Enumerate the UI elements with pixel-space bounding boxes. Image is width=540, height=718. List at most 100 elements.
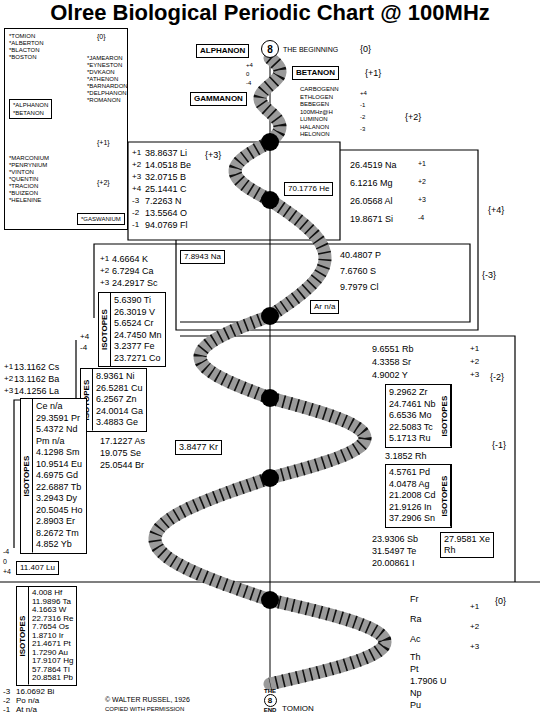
chart-label: 14.1256 La [14, 386, 59, 396]
chart-label: +2 [132, 160, 141, 169]
beginning-marker: 8THE BEGINNING [261, 40, 338, 58]
chart-label: +4 [360, 90, 367, 97]
isotope-list: Ce n/a29.3591 Pr5.4372 NdPm n/a4.1298 Sm… [33, 399, 86, 553]
chart-label: -2 [360, 114, 365, 121]
box-text: 70.1776 He [288, 184, 329, 194]
isotope-box: ISOTOPES4.008 Hf11.9896 Ta4.1663 W22.731… [16, 586, 77, 686]
chart-label: 14.0518 Be [145, 160, 191, 170]
element-entry: 9.2962 Zr [389, 387, 436, 399]
chart-label: +3 [4, 386, 13, 395]
element-box: *GASWANIUM [77, 213, 125, 225]
box-text: 7.8943 Na [184, 252, 221, 262]
element-list: *TOMION *ALBERTON *BLACTON *BOSTON [9, 33, 43, 61]
chart-label: 100MHz@H [300, 109, 333, 116]
chart-label: Np [410, 688, 422, 698]
chart-label: +1 [100, 254, 109, 263]
element-entry: 21.9126 In [389, 502, 436, 514]
element-box: 3.8477 Kr [175, 440, 222, 455]
chart-label: +1 [470, 602, 479, 611]
element-entry: 24.0014 Ga [96, 406, 143, 418]
element-box: 7.8943 Na [180, 250, 225, 264]
chart-label: -2 [132, 208, 139, 217]
element-box: 70.1776 He [284, 182, 333, 196]
chart-label: +4 [132, 184, 141, 193]
element-entry: 5.4372 Nd [36, 424, 83, 436]
chart-label: +3 [100, 278, 109, 287]
element-entry: 21.4671 Pt [32, 640, 73, 649]
octave-band [180, 336, 515, 455]
element-entry: 22.6887 Tb [36, 482, 83, 494]
chart-label: 0 [3, 558, 7, 566]
chart-label: 38.8637 Li [145, 148, 187, 158]
chart-label: +1 [132, 148, 141, 157]
chart-label: 1.7906 U [410, 676, 447, 686]
element-entry: 4.0478 Ag [389, 479, 436, 491]
spiral-ticks [155, 58, 385, 684]
chart-label: Po n/a [16, 696, 39, 705]
chart-label: 25.1441 C [145, 184, 187, 194]
chart-label: 13.1162 Ba [14, 374, 59, 384]
box-text: Ar n/a [314, 302, 335, 312]
isotope-list: 9.2962 Zr24.7461 Nb6.6536 Mo22.5083 Tc5.… [386, 385, 439, 447]
isotope-list: 8.9361 Ni26.5281 Cu6.2567 Zn24.0014 Ga3.… [93, 369, 146, 431]
element-entry: 4.1663 W [32, 606, 73, 615]
isotope-list: 4.5761 Pd4.0478 Ag21.2008 Cd21.9126 In37… [386, 465, 439, 527]
chart-label: 6.7294 Ca [112, 266, 154, 276]
element-entry: 37.2906 Sn [389, 513, 436, 525]
chart-label: LUMINON [300, 116, 328, 123]
chart-label: +2 [470, 622, 479, 631]
chart-label: +1 [418, 160, 426, 168]
chart-label: COPIED WITH PERMISSION [105, 706, 184, 713]
chart-label: 24.2917 Sc [112, 278, 158, 288]
chart-label: Pu [410, 700, 421, 710]
element-entry: 4.5761 Pd [389, 467, 436, 479]
element-entry: 21.2008 Cd [389, 490, 436, 502]
chart-label: -3 [132, 196, 139, 205]
octave-dot [261, 191, 279, 209]
element-entry: 1.8710 Ir [32, 632, 73, 641]
element-entry: 2.8903 Er [36, 516, 83, 528]
isotope-list: 4.008 Hf11.9896 Ta4.1663 W22.7316 Re7.76… [29, 587, 76, 685]
chart-label: -3 [360, 126, 365, 133]
isotope-box: ISOTOPESCe n/a29.3591 Pr5.4372 NdPm n/a4… [20, 398, 87, 554]
element-box: 11.407 Lu [16, 561, 59, 575]
box-text: 27.9581 Xe [444, 534, 490, 545]
isotope-box: ISOTOPES9.2962 Zr24.7461 Nb6.6536 Mo22.5… [385, 384, 452, 448]
chart-label: +3 [470, 642, 479, 651]
element-entry: Ce n/a [36, 401, 83, 413]
chart-label: Th [410, 652, 421, 662]
chart-label: +3 [470, 370, 479, 379]
octave-dots [261, 133, 279, 609]
chart-label: -4 [418, 214, 424, 222]
isotope-box: ISOTOPES4.5761 Pd4.0478 Ag21.2008 Cd21.9… [385, 464, 452, 528]
chart-label: HELONON [300, 131, 330, 138]
end-marker: THE8END [264, 688, 277, 713]
box-text: BETANON [296, 68, 335, 78]
chart-label: Pt [410, 664, 419, 674]
chart-label: 19.075 Se [100, 448, 141, 458]
chart-label: {-1} [492, 440, 506, 450]
element-list: *MARCONIUM *PENRYNIUM *VINTON *QUENTIN *… [9, 155, 49, 204]
spiral-band [155, 58, 385, 684]
chart-label: 13.5564 O [145, 208, 187, 218]
chart-label: {+2} [405, 112, 421, 122]
box-text: *GASWANIUM [81, 215, 121, 223]
isotope-label: ISOTOPES [439, 385, 451, 447]
element-entry: 3.2377 Fe [114, 341, 162, 353]
box-text: Rh [444, 545, 490, 556]
inset-panel: *TOMION *ALBERTON *BLACTON *BOSTON{0}*JA… [4, 28, 128, 230]
element-entry: 5.1713 Ru [389, 433, 436, 445]
element-entry: 29.3591 Pr [36, 413, 83, 425]
octave-circle: 8 [261, 40, 279, 58]
element-entry: 26.3019 V [114, 307, 162, 319]
element-entry: 8.2672 Tm [36, 528, 83, 540]
box-text: *ALPHANON *BETANON [13, 101, 48, 117]
chart-label: 25.0544 Br [100, 460, 144, 470]
chart-label: BEBEGEN [300, 101, 329, 108]
chart-label: 94.0769 Fl [145, 220, 188, 230]
chart-label: 7.2263 N [145, 196, 182, 206]
element-entry: 5.6390 Ti [114, 295, 162, 307]
chart-label: 7.6760 S [340, 266, 376, 276]
element-entry: 5.6524 Cr [114, 318, 162, 330]
